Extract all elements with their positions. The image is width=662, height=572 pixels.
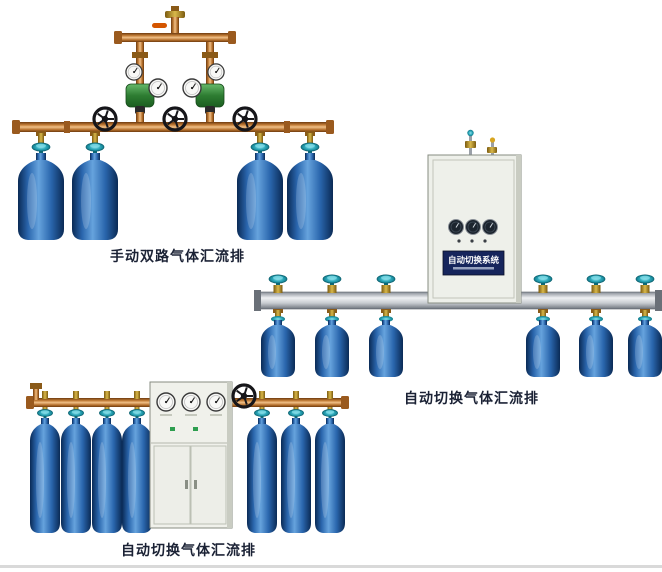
gas-cylinder: [287, 131, 333, 240]
cabinet-plate-title: 自动切换系统: [448, 255, 500, 265]
cylinder-station: [261, 274, 295, 377]
auto-switch-rail-illustration: 自动切换系统: [254, 129, 662, 377]
caption-auto-switch-rail: 自动切换气体汇流排: [404, 390, 539, 406]
pressure-regulator-right: [182, 63, 225, 114]
valve-knob-icon: [489, 137, 496, 143]
page-bottom-rule: [0, 565, 662, 568]
gas-cylinder: [237, 131, 283, 240]
door-handle: [185, 480, 188, 489]
gas-cylinder: [61, 391, 91, 533]
gas-cylinder: [18, 131, 64, 240]
valve-knob-icon: [467, 129, 474, 137]
main-manifold-pipe: [12, 120, 334, 134]
cabinet-gauges: [448, 219, 498, 235]
pressure-gauge-icon: [482, 219, 498, 235]
pressure-gauge-icon: [125, 63, 143, 81]
caption-manual-dual-manifold: 手动双路气体汇流排: [110, 248, 245, 264]
cylinder-station: [369, 274, 403, 377]
pressure-gauge-icon: [448, 219, 464, 235]
cabinet-door-left: [153, 445, 191, 525]
pressure-gauge-icon: [156, 392, 176, 412]
pressure-gauge-icon: [148, 78, 168, 98]
gas-cylinder: [122, 391, 152, 533]
gas-cylinder: [92, 391, 122, 533]
gas-cylinder: [72, 131, 118, 240]
cabinet-name-plate: 自动切换系统: [442, 250, 505, 276]
indicator-light: [193, 427, 198, 431]
caption-auto-switch-cabinet: 自动切换气体汇流排: [121, 542, 256, 558]
header-pipe-assembly: [114, 6, 236, 84]
auto-switch-control-cabinet: 自动切换系统: [427, 129, 522, 304]
door-handle: [194, 480, 197, 489]
gas-cylinder: [281, 391, 311, 533]
gauge-cabinet: [149, 381, 233, 529]
gas-cylinder: [315, 391, 345, 533]
pressure-gauge-icon: [206, 392, 226, 412]
cylinder-station: [315, 274, 349, 377]
pressure-regulator-left: [125, 63, 168, 114]
auto-switch-cabinet-illustration: [26, 381, 349, 533]
gas-cylinder: [30, 391, 60, 533]
manual-dual-manifold-illustration: [12, 6, 334, 240]
gas-cylinder: [247, 391, 277, 533]
pressure-gauge-icon: [181, 392, 201, 412]
cylinder-station: [526, 274, 560, 377]
cylinder-station: [628, 274, 662, 377]
indicator-light: [170, 427, 175, 431]
orange-valve-lever: [152, 23, 167, 28]
pressure-gauge-icon: [182, 78, 202, 98]
pressure-gauge-icon: [207, 63, 225, 81]
pressure-gauge-icon: [465, 219, 481, 235]
cylinder-station: [579, 274, 613, 377]
